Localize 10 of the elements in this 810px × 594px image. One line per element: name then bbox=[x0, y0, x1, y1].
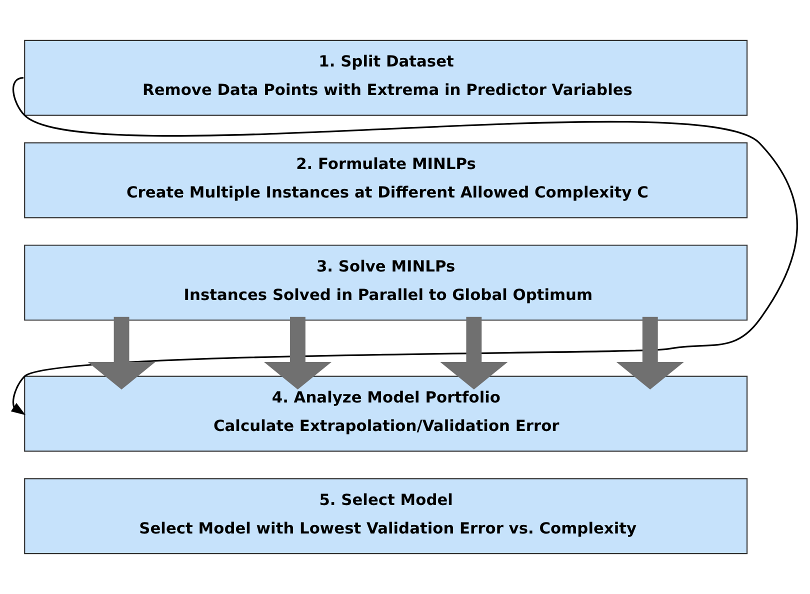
node-box: 1. Split Dataset Remove Data Points with Extrema in Predictor Variables bbox=[24, 40, 748, 116]
arrow bbox=[616, 316, 684, 390]
node-box: 4. Analyze Model Portfolio Calculate Extrapolation/Validation Error bbox=[24, 376, 748, 452]
arrow bbox=[10, 77, 798, 416]
arrow bbox=[264, 316, 332, 390]
node-box: 2. Formulate MINLPs Create Multiple Instances at Different Allowed Complexity C bbox=[24, 142, 748, 218]
node-box: 5. Select Model Select Model with Lowest Validation Error vs. Complexity bbox=[24, 478, 748, 554]
arrow bbox=[88, 316, 156, 390]
arrow bbox=[440, 316, 508, 390]
node-box: 3. Solve MINLPs Instances Solved in Parallel to Global Optimum bbox=[24, 244, 748, 321]
